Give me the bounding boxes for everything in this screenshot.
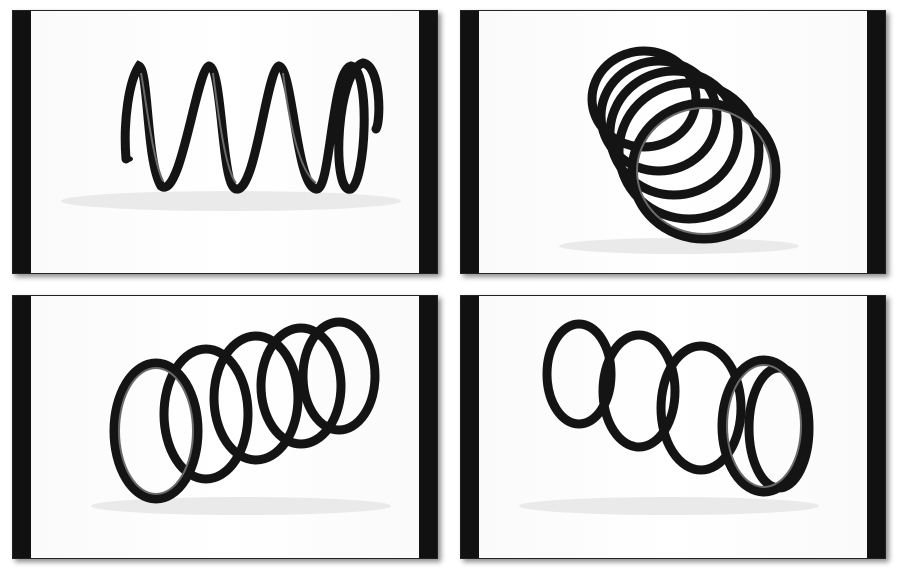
coil-spring-image [91, 317, 391, 515]
spring-photo-three-quarter-left [12, 295, 438, 559]
spring-photo-side [12, 10, 438, 274]
spring-photo-three-quarter-right [460, 295, 886, 559]
coil-spring-image [559, 46, 799, 254]
spring-photo-end-angled [460, 10, 886, 274]
coil-spring-image [61, 58, 401, 211]
coil-spring-image [519, 319, 819, 515]
